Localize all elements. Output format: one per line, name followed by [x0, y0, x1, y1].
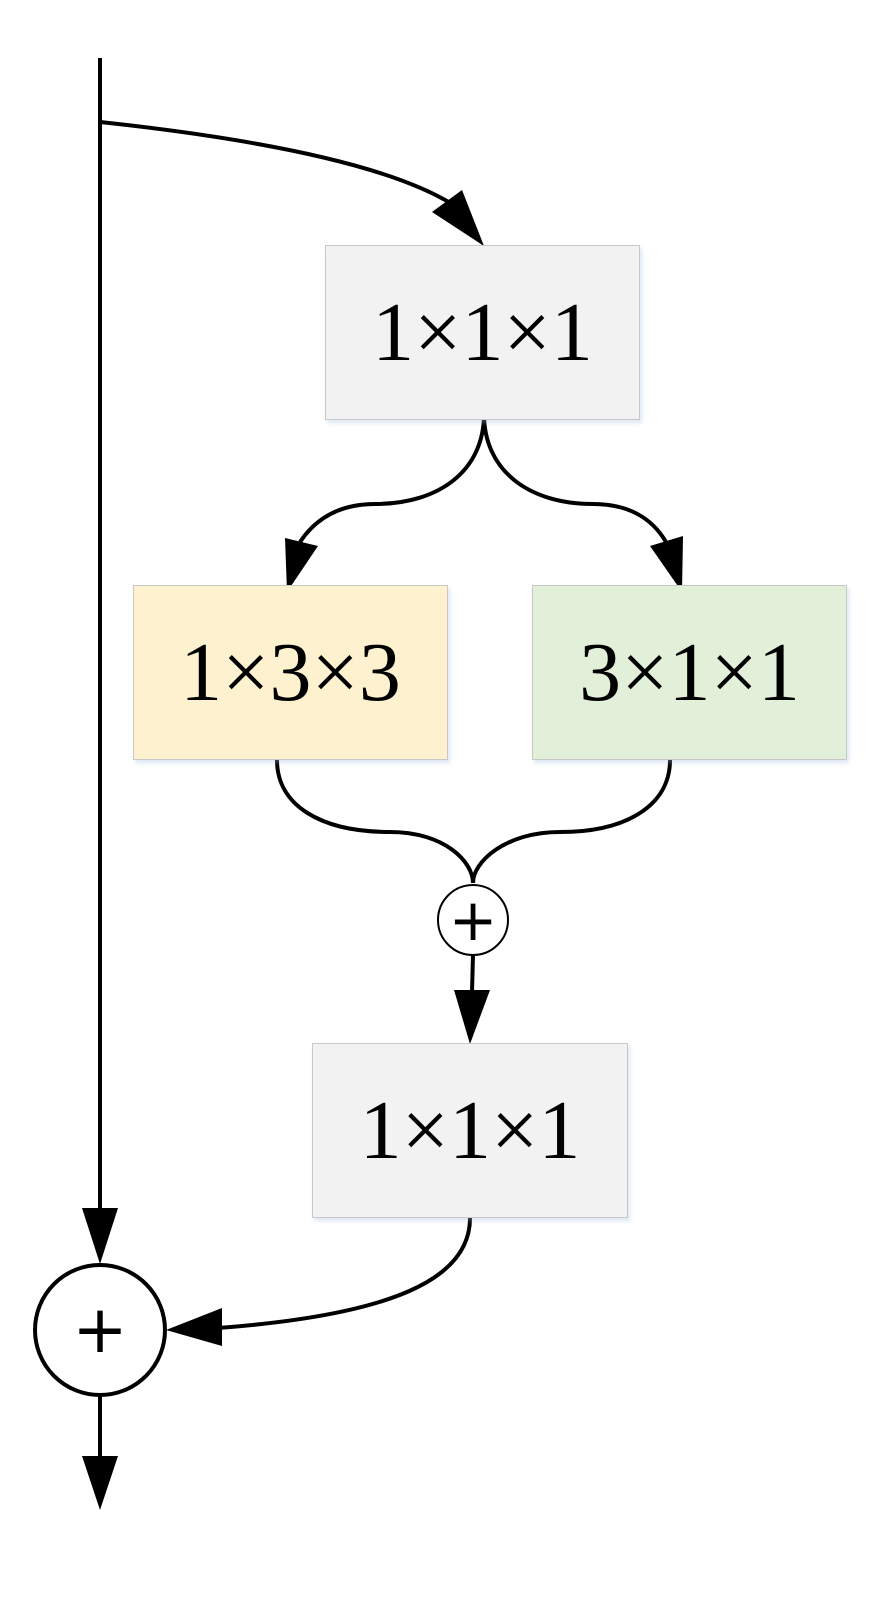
conv-block-bottom: 1×1×1 [312, 1043, 628, 1218]
arrowhead-to-right-conv [650, 536, 683, 592]
split-curve-left [298, 413, 486, 544]
output-arrowhead [82, 1456, 118, 1510]
conv-block-bottom-label: 1×1×1 [359, 1083, 581, 1177]
bottom-conv-to-residual-curve [217, 1217, 472, 1330]
residual-add-symbol: + [72, 1291, 128, 1368]
arrowhead-to-residual-add [166, 1308, 222, 1346]
arrowhead-to-bottom-conv [454, 990, 490, 1044]
conv-block-right-label: 3×1×1 [579, 625, 800, 719]
skip-connection-arrowhead [82, 1208, 118, 1264]
merge-curve-right [471, 759, 672, 884]
inner-add-symbol: + [448, 886, 498, 954]
conv-block-top: 1×1×1 [325, 245, 640, 420]
split-curve-right [482, 413, 668, 544]
conv-block-top-label: 1×1×1 [372, 285, 593, 379]
conv-block-left-label: 1×3×3 [180, 625, 401, 719]
arrowhead-to-top-conv [432, 190, 484, 246]
conv-block-left: 1×3×3 [133, 585, 448, 760]
arrowhead-to-left-conv [285, 538, 318, 592]
branch-curve-to-top-conv [99, 120, 454, 206]
inner-add-to-bottom-conv-line [470, 954, 475, 993]
conv-block-right: 3×1×1 [532, 585, 847, 760]
merge-curve-left [275, 759, 475, 884]
